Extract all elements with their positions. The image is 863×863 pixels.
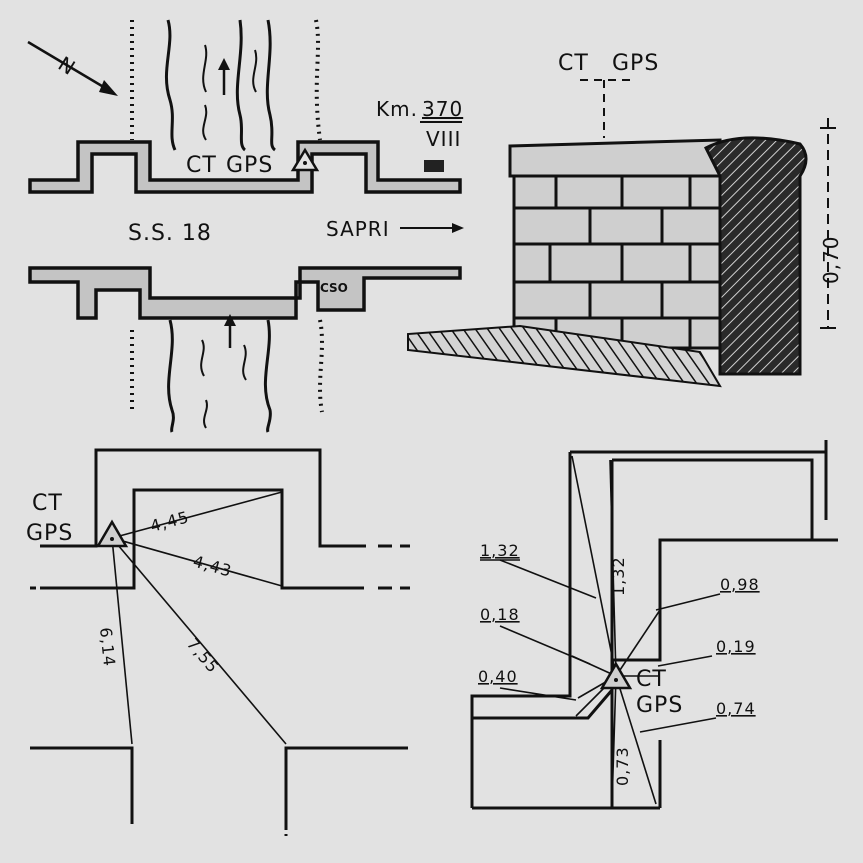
detail-right-point-dot-icon (614, 678, 618, 682)
direction-label: SAPRI (326, 217, 390, 241)
embankment-upper (130, 19, 322, 141)
dim-443: 4,43 (191, 552, 234, 581)
wall-coping (508, 138, 722, 178)
river-arrow-upper (218, 58, 230, 95)
elevation-gps-label: GPS (612, 51, 659, 76)
survey-point-dot-icon (303, 161, 307, 165)
km-label: Km. (376, 97, 418, 121)
detail-left-ct: CT (32, 491, 63, 516)
detail-left-outline (30, 448, 410, 836)
detail-right: CT GPS 1,32 1,32 0,98 0,18 0,19 0,40 0,7… (470, 440, 838, 810)
brick-courses (514, 176, 720, 348)
road-label: S.S. 18 (128, 221, 212, 246)
road-parapet-lower (28, 266, 462, 320)
river-upper (164, 19, 277, 152)
detail-right-gps: GPS (636, 693, 683, 718)
km-value: 370 (422, 97, 463, 121)
dim-614: 6,14 (96, 626, 119, 667)
road-parapet-upper (28, 140, 462, 194)
height-dimension (820, 118, 836, 329)
north-label: N (54, 51, 80, 80)
river-lower (167, 319, 272, 433)
embankment-lower (130, 319, 324, 413)
dim-018: 0,18 (480, 605, 520, 624)
dim-073: 0,73 (613, 746, 632, 786)
north-arrow: N (27, 40, 118, 96)
dim-132-a: 1,32 (480, 541, 520, 560)
elevation-view: CT GPS (407, 51, 843, 388)
height-label: 0,70 (819, 235, 843, 284)
plan-gps-label: GPS (226, 153, 273, 178)
cso-label: CSO (320, 281, 348, 295)
km-sub: VIII (426, 127, 461, 151)
detail-left-point-triangle-icon (95, 519, 129, 548)
detail-right-outline (470, 440, 838, 810)
dim-132-b: 1,32 (609, 556, 628, 596)
detail-right-point-triangle-icon (599, 661, 633, 690)
detail-left: CT GPS 4,45 4,43 6,14 7,55 (26, 448, 410, 836)
dim-040: 0,40 (478, 667, 518, 686)
dim-755: 7,55 (183, 634, 223, 677)
detail-right-ct: CT (636, 667, 667, 692)
plan-ct-label: CT (186, 153, 217, 178)
dim-019: 0,19 (716, 637, 756, 656)
detail-left-gps: GPS (26, 521, 73, 546)
plan-view: N CT GPS Km. 370 VIII S.S. 18 SAPRI CSO (27, 19, 464, 433)
detail-left-point-dot-icon (110, 537, 114, 541)
dim-098: 0,98 (720, 575, 760, 594)
wall-side-hatched (704, 136, 808, 376)
detail-right-measure-lines (499, 455, 721, 805)
river-arrow-lower (224, 314, 236, 348)
survey-point-triangle-icon (290, 147, 320, 172)
dim-074: 0,74 (716, 699, 756, 718)
direction-arrow-icon (400, 223, 464, 233)
elevation-ct-label: CT (558, 51, 589, 76)
km-stone (424, 160, 444, 172)
detail-left-measure-lines (111, 491, 287, 745)
ground-line (407, 324, 722, 388)
dim-445: 4,45 (148, 507, 191, 536)
